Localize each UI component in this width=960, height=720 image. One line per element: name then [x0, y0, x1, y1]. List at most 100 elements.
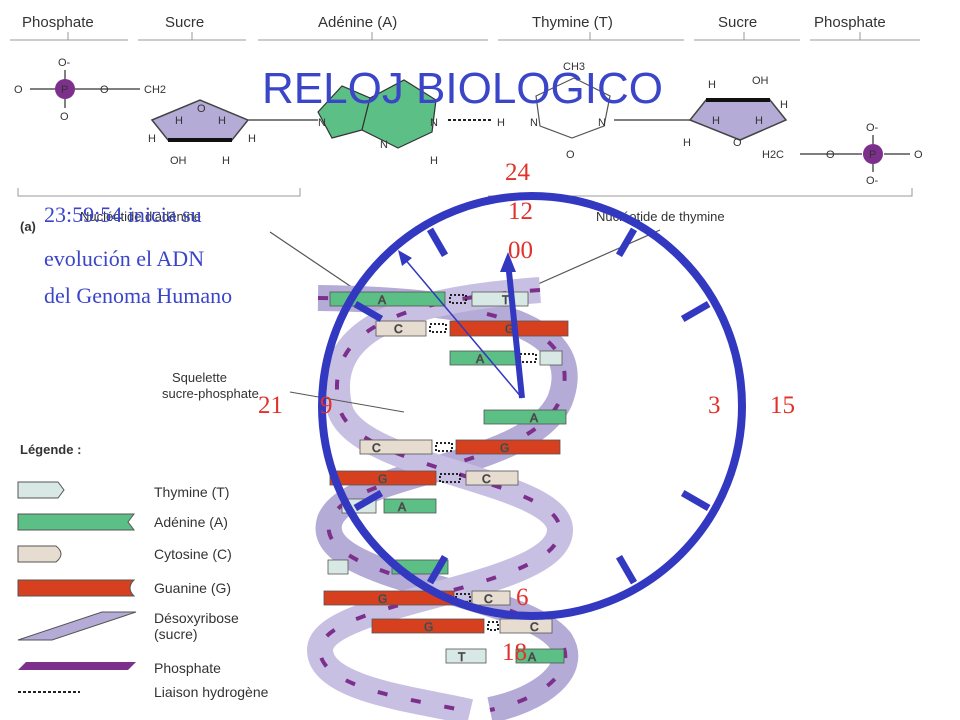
clock-tick — [353, 489, 384, 512]
atom-n: N — [430, 117, 438, 129]
legend-label-desoxyribose: Désoxyribose — [154, 610, 239, 626]
atom-o-minus: O- — [58, 57, 71, 69]
base-letter-c: C — [372, 441, 381, 455]
atom-o: O — [197, 103, 206, 115]
atom-h: H — [430, 155, 438, 167]
base-letter-c: C — [482, 472, 491, 486]
caption-line-1: 23:59:54 inicia su — [44, 202, 202, 227]
atom-n: N — [598, 117, 606, 129]
header-phosphate-right: Phosphate — [814, 14, 886, 31]
skeleton-label-line1: Squelette — [172, 370, 227, 385]
base-letter-c: C — [484, 592, 493, 606]
base-adenine — [383, 498, 437, 514]
clock-tick — [680, 489, 711, 512]
second-hand-tip — [398, 250, 412, 266]
base-cytosine — [499, 618, 553, 634]
header-brackets — [10, 32, 920, 197]
clock-number-24: 24 — [505, 159, 531, 186]
header-phosphate-left: Phosphate — [22, 14, 94, 31]
legend-swatch-desoxyribose — [17, 611, 137, 641]
base-thymine — [327, 559, 349, 575]
base-letter-g: G — [378, 592, 387, 606]
atom-p-left: P — [61, 84, 68, 96]
atom-p-right: P — [869, 149, 876, 161]
legend-label-guanine: Guanine (G) — [154, 580, 231, 596]
atom-h: H — [148, 133, 156, 145]
base-guanine — [329, 470, 437, 486]
base-letter-c: C — [530, 620, 539, 634]
atom-o: O — [733, 137, 742, 149]
sugar-right-ring: H OH H H H H O H2C — [683, 75, 788, 161]
thymine-molecule: H N N O CH3 — [497, 61, 690, 161]
clock-tick — [353, 300, 384, 323]
base-letter-g: G — [500, 441, 509, 455]
clock-number-3: 3 — [708, 392, 721, 419]
phosphate-left-group: P O O- O O CH2 — [14, 57, 166, 123]
legend-swatch-adenine — [17, 513, 135, 531]
skeleton-leader-line — [289, 391, 405, 413]
atom-n: N — [318, 117, 326, 129]
clock-number-00: 00 — [508, 237, 533, 264]
clock-tick — [615, 227, 638, 258]
clock-ticks — [353, 227, 711, 585]
base-letter-t: T — [458, 650, 466, 664]
base-letter-a: A — [378, 293, 386, 307]
adenine-molecule: N N N H — [317, 79, 492, 167]
legend-label-thymine: Thymine (T) — [154, 484, 229, 500]
atom-o: O — [14, 84, 23, 96]
hour-hand — [505, 261, 525, 399]
legend-title: Légende : — [20, 442, 81, 457]
hour-hand-tip — [500, 252, 516, 272]
clock-number-9: 9 — [320, 392, 333, 419]
clock-number-6: 6 — [516, 584, 529, 611]
base-guanine — [449, 320, 569, 337]
clock-tick — [426, 227, 449, 258]
atom-h: H — [222, 155, 230, 167]
base-letter-t: T — [502, 293, 510, 307]
leader-line-left — [269, 231, 357, 291]
atom-oh: OH — [170, 155, 187, 167]
helix-strand-front — [306, 277, 574, 720]
clock-number-21: 21 — [258, 392, 283, 419]
base-letter-g: G — [505, 322, 514, 336]
base-letter-g: G — [424, 620, 433, 634]
base-guanine — [371, 618, 485, 634]
base-cytosine — [375, 320, 427, 337]
phosphate-right-atom — [863, 144, 883, 164]
header-thymine: Thymine (T) — [532, 14, 613, 31]
base-thymine — [539, 350, 563, 366]
page-title: RELOJ BIOLOGICO — [262, 64, 663, 113]
header-sucre-right: Sucre — [718, 14, 757, 31]
legend-swatch-guanine — [17, 579, 136, 597]
phosphate-right-group: P O O O- O- — [800, 122, 923, 187]
atom-h: H — [218, 115, 226, 127]
atom-n: N — [530, 117, 538, 129]
atom-o-minus: O- — [866, 122, 879, 134]
phosphate-left-atom — [55, 79, 75, 99]
clock-number-12: 12 — [508, 198, 533, 225]
base-letter-c: C — [394, 322, 403, 336]
header-sucre-left: Sucre — [165, 14, 204, 31]
clock-number-15: 15 — [770, 392, 795, 419]
atom-h: H — [708, 79, 716, 91]
base-letter-a: A — [530, 411, 538, 425]
base-guanine — [455, 439, 561, 455]
caption-line-3: del Genoma Humano — [44, 283, 232, 308]
caption-line-2: evolución el ADN — [44, 246, 204, 271]
base-letter-a: A — [398, 500, 406, 514]
atom-h: H — [712, 115, 720, 127]
atom-oh: OH — [752, 75, 769, 87]
nucleotide-adenine-label: Nucléotide d'adénine — [80, 209, 201, 224]
atom-n: N — [380, 139, 388, 151]
leader-line-right — [519, 229, 661, 293]
legend-swatch-thymine — [17, 481, 65, 499]
legend-swatch-cytosine — [17, 545, 62, 563]
atom-h: H — [497, 117, 505, 129]
sugar-left-ring: O H H H H OH H — [148, 99, 318, 167]
atom-h: H — [248, 133, 256, 145]
panel-label: (a) — [20, 219, 36, 234]
atom-h: H — [683, 137, 691, 149]
skeleton-label-line2: sucre-phosphate — [162, 386, 259, 401]
atom-ch2: CH2 — [144, 84, 166, 96]
